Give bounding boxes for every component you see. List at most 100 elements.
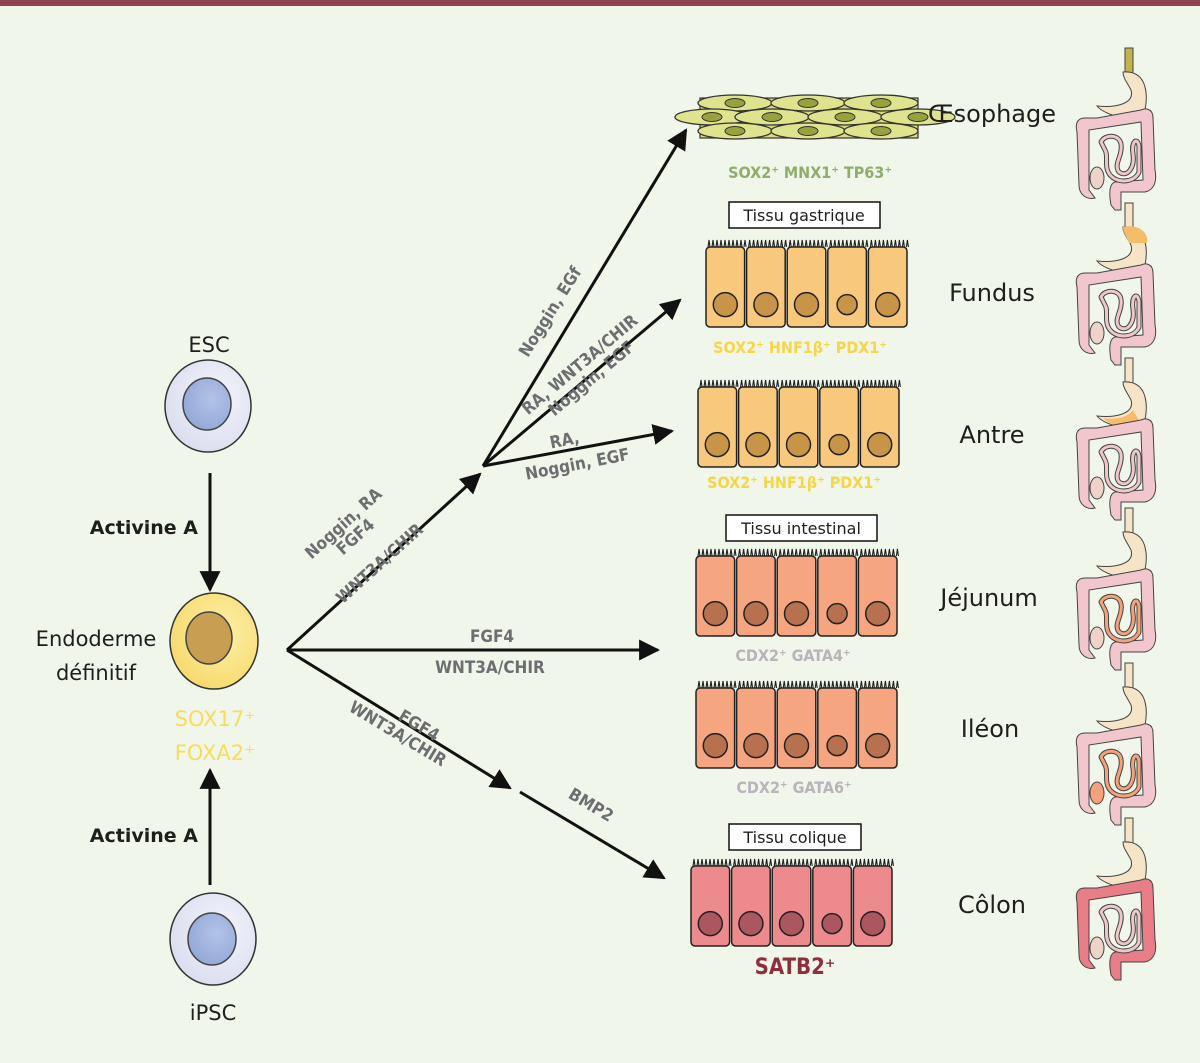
jejunum-epithelium xyxy=(695,548,899,637)
cecum-part xyxy=(1089,626,1105,650)
hindgut-arrow xyxy=(286,648,512,790)
cecum-part xyxy=(1089,781,1105,805)
cell-nucleus xyxy=(745,431,771,458)
gi-tract-icon-esophagus xyxy=(1075,47,1157,211)
microvilli xyxy=(738,680,778,689)
microvilli xyxy=(829,239,869,248)
colon-arrow xyxy=(519,790,666,880)
esophagus-part xyxy=(1124,507,1134,536)
cecum-part xyxy=(1089,166,1105,190)
microvilli xyxy=(773,858,813,867)
cecum-part xyxy=(1089,476,1105,500)
gi-tract-icon-fundus xyxy=(1075,202,1157,366)
ileum-markers: CDX2⁺ GATA6⁺ xyxy=(736,778,851,797)
cell-nucleus xyxy=(712,291,739,318)
antrum-arrow xyxy=(482,424,675,468)
endoderm-marker-sox17: SOX17⁺ xyxy=(175,707,256,731)
antrum-epithelium xyxy=(697,379,901,468)
cell-nucleus xyxy=(783,732,810,759)
colon-part xyxy=(1075,568,1157,671)
microvilli xyxy=(738,548,778,557)
cell-nucleus xyxy=(793,291,820,318)
squamous-nucleus xyxy=(724,126,746,136)
esophagus-part xyxy=(1124,817,1134,846)
tissue-name-jejunum: Jéjunum xyxy=(938,584,1038,612)
cell-nucleus xyxy=(702,732,729,759)
fundus-arrow xyxy=(482,298,682,468)
fundus-highlight xyxy=(1123,226,1148,243)
ipsc-cell: iPSC xyxy=(169,892,257,1025)
squamous-nucleus xyxy=(834,112,856,122)
microvilli xyxy=(819,548,859,557)
endoderm-label-line1: Endoderme xyxy=(36,627,157,651)
colon-part xyxy=(1075,263,1157,366)
microvilli xyxy=(733,858,773,867)
antrum-label-2: Noggin, EGF xyxy=(524,445,632,485)
cell-nucleus xyxy=(704,431,731,458)
colon-part xyxy=(1075,878,1157,981)
esc-label: ESC xyxy=(188,333,229,357)
cell-nucleus xyxy=(778,910,805,937)
microvilli xyxy=(861,379,901,388)
tissue-name-fundus: Fundus xyxy=(949,279,1035,307)
squamous-nucleus xyxy=(701,112,723,122)
squamous-nucleus xyxy=(870,126,892,136)
small-intestine-part xyxy=(1099,749,1141,798)
microvilli xyxy=(859,680,899,689)
tissue-name-antrum: Antre xyxy=(959,421,1024,449)
cell-nucleus xyxy=(864,732,891,759)
squamous-nucleus xyxy=(797,126,819,136)
endoderm-nucleus xyxy=(185,611,233,665)
cell-nucleus xyxy=(866,431,893,458)
cell-nucleus xyxy=(783,600,810,627)
esophagus-part xyxy=(1124,662,1134,691)
esc-induction-label: Activine A xyxy=(90,517,198,539)
stomach-part xyxy=(1095,71,1147,119)
esc-nucleus xyxy=(182,377,232,431)
microvilli xyxy=(707,239,747,248)
microvilli xyxy=(819,680,859,689)
cell-nucleus xyxy=(785,431,812,458)
stomach-part xyxy=(1095,531,1147,579)
jejunum-markers: CDX2⁺ GATA4⁺ xyxy=(735,646,850,665)
colon-part xyxy=(1075,418,1157,521)
colon-part xyxy=(1075,723,1157,826)
small-intestine-part xyxy=(1099,289,1141,338)
cell-nucleus xyxy=(702,600,729,627)
microvilli xyxy=(859,548,899,557)
esophagus-markers: SOX2⁺ MNX1⁺ TP63⁺ xyxy=(728,163,892,182)
esophagus-part xyxy=(1124,202,1134,231)
colon-labels: BMP2 xyxy=(565,784,617,826)
squamous-nucleus xyxy=(797,98,819,108)
microvilli xyxy=(854,858,894,867)
endoderm-marker-foxa2: FOXA2⁺ xyxy=(175,741,255,765)
esc-cell: ESC xyxy=(164,333,252,453)
cell-nucleus xyxy=(826,734,848,757)
microvilli xyxy=(821,379,861,388)
ileum-epithelium xyxy=(695,680,899,769)
cell-nucleus xyxy=(864,600,891,627)
small-intestine-part xyxy=(1099,594,1141,643)
small-intestine-part xyxy=(1099,134,1141,183)
colon-epithelium xyxy=(690,858,894,947)
cell-nucleus xyxy=(753,291,779,318)
midgut-label-1: FGF4 xyxy=(470,627,514,647)
microvilli xyxy=(780,379,820,388)
microvilli xyxy=(778,680,818,689)
ipsc-induction-label: Activine A xyxy=(90,825,198,847)
ipsc-label: iPSC xyxy=(190,1001,237,1025)
microvilli xyxy=(788,239,828,248)
foregut-arrow xyxy=(285,472,482,652)
antrum-markers: SOX2⁺ HNF1β⁺ PDX1⁺ xyxy=(707,473,881,492)
microvilli xyxy=(697,680,737,689)
gi-tract-icon-antrum xyxy=(1075,357,1157,521)
esophagus-part xyxy=(1124,357,1134,386)
tissue-name-colon: Côlon xyxy=(958,891,1026,919)
endoderm-label-line2: définitif xyxy=(56,661,137,685)
gi-tract-icon-jejunum xyxy=(1075,507,1157,671)
colon-label: BMP2 xyxy=(565,784,617,826)
endoderm-cell: Endoderme définitif SOX17⁺ FOXA2⁺ xyxy=(36,592,259,765)
colonic-tissue-label: Tissu colique xyxy=(742,828,846,847)
microvilli xyxy=(814,858,854,867)
